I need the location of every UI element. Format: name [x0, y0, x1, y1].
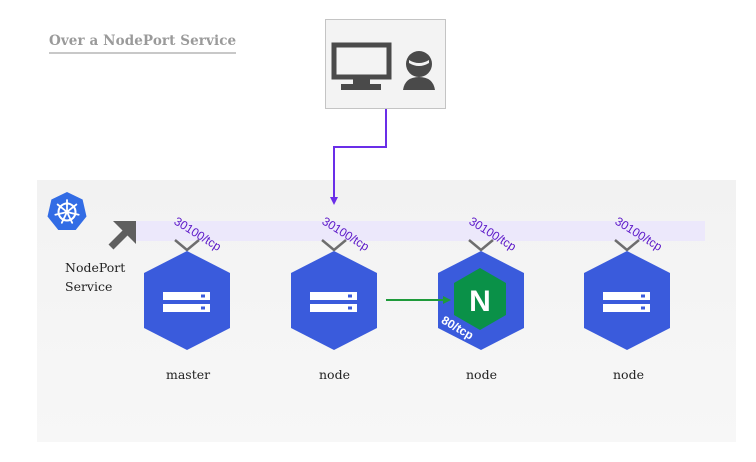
- server-icon: [603, 292, 650, 312]
- port-connectors: [174, 239, 640, 252]
- node-1: [291, 251, 377, 350]
- nginx-letter: N: [469, 285, 491, 318]
- node-3: [584, 251, 670, 350]
- service-label-line2: Service: [65, 279, 113, 294]
- nodeport-service-label: NodePort Service: [65, 258, 125, 296]
- user-icon: [403, 51, 435, 90]
- diagram-title: Over a NodePort Service: [49, 33, 237, 54]
- nginx-icon: N: [454, 268, 506, 330]
- node-master: [144, 251, 230, 350]
- service-label-line1: NodePort: [65, 260, 126, 275]
- server-icon: [163, 292, 210, 312]
- client-box: [325, 19, 446, 109]
- node-label-master: master: [166, 367, 211, 382]
- nodeport-band: [135, 221, 705, 241]
- node-label-3: node: [613, 367, 644, 382]
- server-icon: [310, 292, 357, 312]
- nodeport-arrow-icon: [108, 221, 136, 250]
- node-label-1: node: [319, 367, 350, 382]
- node-label-2: node: [466, 367, 497, 382]
- request-arrow: [330, 109, 387, 205]
- kubernetes-wheel-icon: [47, 192, 87, 230]
- monitor-icon: [331, 42, 392, 90]
